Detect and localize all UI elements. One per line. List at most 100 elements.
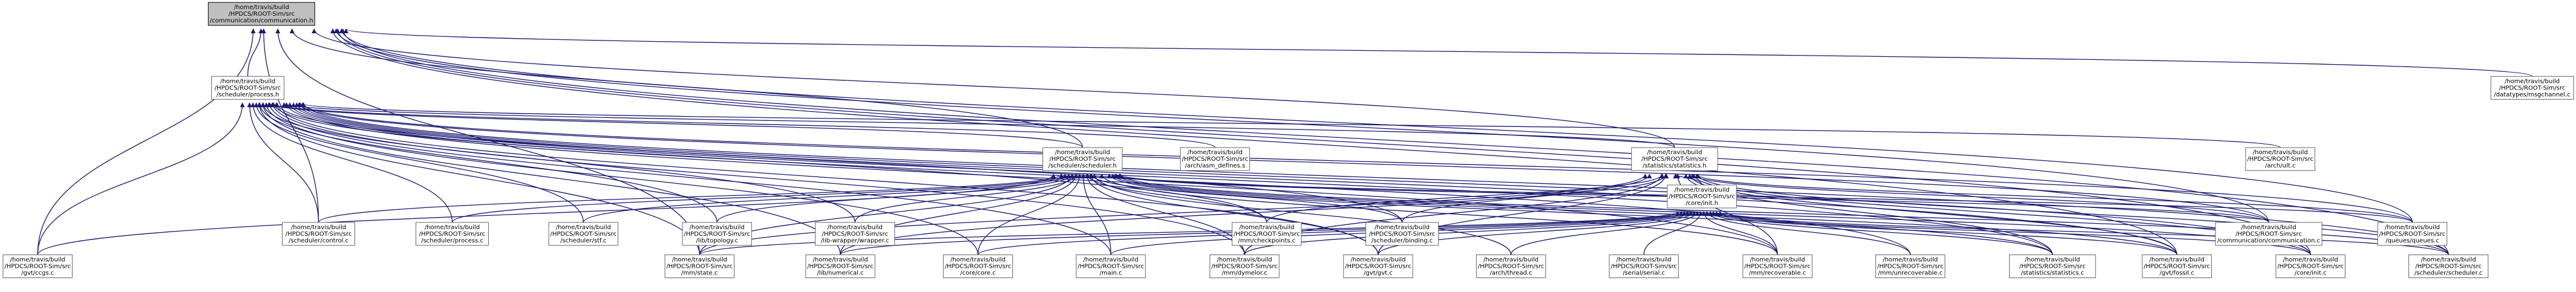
- node-label-line: /core/init.h: [1685, 200, 1718, 207]
- node-init-c[interactable]: /home/travis/build/HPDCS/ROOT-Sim/src/co…: [2275, 255, 2346, 279]
- edge-core-c-to-core-h: [977, 211, 1687, 256]
- node-box: [1742, 255, 1813, 279]
- node-numerical-c[interactable]: /home/travis/build/HPDCS/ROOT-Sim/src/li…: [805, 255, 875, 279]
- node-label-line: /home/travis/build: [10, 257, 65, 264]
- node-dymelor-c[interactable]: /home/travis/build/HPDCS/ROOT-Sim/src/mm…: [1209, 255, 1280, 279]
- node-process-h[interactable]: /home/travis/build/HPDCS/ROOT-Sim/src/sc…: [211, 76, 285, 100]
- edge-gvt-c-to-core-h: [1378, 211, 1697, 255]
- node-box: [1180, 147, 1250, 171]
- node-label-line: /HPDCS/ROOT-Sim/src: [228, 11, 295, 18]
- node-serial-c[interactable]: /home/travis/build/HPDCS/ROOT-Sim/src/se…: [1609, 255, 1679, 279]
- node-label-line: /HPDCS/ROOT-Sim/src: [822, 231, 888, 238]
- edge-arch-asm-defines-to-process-h: [270, 102, 1216, 148]
- node-label-line: /home/travis/build: [2505, 78, 2560, 85]
- node-wrapper-c[interactable]: /home/travis/build/HPDCS/ROOT-Sim/src/li…: [815, 222, 895, 246]
- node-state-c[interactable]: /home/travis/build/HPDCS/ROOT-Sim/src/mm…: [664, 255, 734, 279]
- node-label-line: /home/travis/build: [1750, 257, 1805, 264]
- node-label-line: /gvt/gvt.c: [1364, 270, 1393, 277]
- node-process-c[interactable]: /home/travis/build/HPDCS/ROOT-Sim/src/sc…: [415, 222, 489, 246]
- node-msgchannel-c[interactable]: /home/travis/build/HPDCS/ROOT-Sim/src/da…: [2490, 76, 2574, 100]
- node-label-line: /HPDCS/ROOT-Sim/src: [1877, 264, 1944, 270]
- node-core-c[interactable]: /home/travis/build/HPDCS/ROOT-Sim/src/co…: [943, 255, 1013, 279]
- edge-statistics-c-to-process-h: [291, 102, 2053, 255]
- edge-scheduler-c-to-core-h: [1718, 211, 2449, 256]
- edge-stf-c-to-process-h: [253, 102, 584, 222]
- node-label-line: /HPDCS/ROOT-Sim/src: [1234, 231, 1300, 238]
- node-label-line: /home/travis/build: [812, 257, 868, 264]
- node-label-line: /scheduler/scheduler.h: [1048, 163, 1117, 169]
- node-recoverable-c[interactable]: /home/travis/build/HPDCS/ROOT-Sim/src/mm…: [1742, 255, 1813, 279]
- node-label-line: /HPDCS/ROOT-Sim/src: [2379, 231, 2446, 238]
- node-label-line: /HPDCS/ROOT-Sim/src: [2415, 264, 2482, 270]
- node-thread-c[interactable]: /home/travis/build/HPDCS/ROOT-Sim/src/ar…: [1476, 255, 1546, 279]
- node-arch-asm-defines[interactable]: /home/travis/build/HPDCS/ROOT-Sim/src/ar…: [1180, 147, 1250, 171]
- node-label-line: /HPDCS/ROOT-Sim/src: [1610, 264, 1677, 270]
- node-unrecoverable-c[interactable]: /home/travis/build/HPDCS/ROOT-Sim/src/mm…: [1875, 255, 1946, 279]
- node-scheduler-h[interactable]: /home/travis/build/HPDCS/ROOT-Sim/src/sc…: [1042, 147, 1123, 171]
- edge-ccgs-c-to-scheduler-h: [37, 174, 1056, 255]
- node-label-line: /communication/communication.c: [2217, 238, 2320, 244]
- node-label-line: /arch/ult.c: [2265, 163, 2295, 169]
- node-label-line: /scheduler/process.h: [217, 91, 280, 98]
- node-ccgs-c[interactable]: /home/travis/build/HPDCS/ROOT-Sim/src/gv…: [2, 255, 73, 279]
- edge-state-c-to-core-h: [699, 211, 1680, 256]
- node-statistics-c[interactable]: /home/travis/build/HPDCS/ROOT-Sim/src/st…: [2009, 255, 2096, 279]
- node-fossil-c[interactable]: /home/travis/build/HPDCS/ROOT-Sim/src/gv…: [2142, 255, 2212, 279]
- edge-fossil-c-to-comm-h: [330, 28, 2177, 255]
- edge-binding-c-to-scheduler-h: [1089, 174, 1403, 223]
- node-label-line: /arch/asm_defines.s: [1185, 163, 1246, 169]
- node-label-line: /scheduler/process.c: [421, 238, 483, 244]
- edge-topology-c-to-process-h: [257, 102, 718, 222]
- edge-scheduler-c-to-scheduler-h: [1118, 174, 2449, 255]
- node-checkpoints-c[interactable]: /home/travis/build/HPDCS/ROOT-Sim/src/mm…: [1232, 222, 1302, 246]
- node-binding-c[interactable]: /home/travis/build/HPDCS/ROOT-Sim/src/sc…: [1365, 222, 1439, 246]
- node-scheduler-c[interactable]: /home/travis/build/HPDCS/ROOT-Sim/src/sc…: [2408, 255, 2489, 279]
- node-stf-c[interactable]: /home/travis/build/HPDCS/ROOT-Sim/src/sc…: [548, 222, 618, 246]
- edge-ccgs-c-to-comm-h: [37, 28, 256, 255]
- node-box: [1209, 255, 1280, 279]
- edge-wrapper-c-to-scheduler-h: [854, 174, 1079, 223]
- node-label-line: /HPDCS/ROOT-Sim/src: [2247, 156, 2313, 163]
- edge-statistics-h-to-comm-h: [312, 28, 1675, 148]
- node-label-line: /home/travis/build: [2253, 149, 2308, 156]
- node-label-line: /HPDCS/ROOT-Sim/src: [2277, 264, 2344, 270]
- node-gvt-c[interactable]: /home/travis/build/HPDCS/ROOT-Sim/src/gv…: [1343, 255, 1413, 279]
- node-box: [815, 222, 895, 246]
- edge-core-c-to-process-h: [264, 102, 979, 255]
- node-main-c[interactable]: /home/travis/build/HPDCS/ROOT-Sim/src/ma…: [1076, 255, 1146, 279]
- node-label-line: /home/travis/build: [1239, 224, 1294, 231]
- node-label-line: /HPDCS/ROOT-Sim/src: [419, 231, 486, 238]
- node-box: [2275, 255, 2346, 279]
- node-label-line: /HPDCS/ROOT-Sim/src: [1369, 231, 1436, 238]
- node-box: [2, 255, 73, 279]
- edge-binding-c-to-statistics-h: [1401, 174, 1669, 223]
- node-communication-c[interactable]: /home/travis/build/HPDCS/ROOT-Sim/src/co…: [2215, 222, 2323, 246]
- node-label-line: /home/travis/build: [1483, 257, 1538, 264]
- node-label-line: /HPDCS/ROOT-Sim/src: [807, 264, 874, 270]
- node-label-line: /home/travis/build: [1084, 257, 1139, 264]
- edge-scheduler-c-to-comm-h: [340, 28, 2449, 255]
- node-ult-c[interactable]: /home/travis/build/HPDCS/ROOT-Sim/src/ar…: [2245, 147, 2315, 171]
- node-statistics-h[interactable]: /home/travis/build/HPDCS/ROOT-Sim/src/st…: [1631, 147, 1718, 171]
- node-topology-c[interactable]: /home/travis/build/HPDCS/ROOT-Sim/src/li…: [682, 222, 752, 246]
- node-label-line: /queues/queues.c: [2385, 238, 2439, 244]
- edge-state-c-to-process-h: [257, 102, 700, 255]
- node-label-line: /HPDCS/ROOT-Sim/src: [684, 231, 750, 238]
- node-label-line: /HPDCS/ROOT-Sim/src: [286, 231, 352, 238]
- node-label-line: /arch/thread.c: [1490, 270, 1532, 277]
- node-label-line: /datatypes/msgchannel.c: [2494, 91, 2570, 98]
- edge-ccgs-c-to-process-h: [37, 102, 245, 255]
- node-label-line: /lib/numerical.c: [817, 270, 863, 277]
- node-label-line: /home/travis/build: [1883, 257, 1938, 264]
- node-box: [1076, 255, 1146, 279]
- node-label-line: /HPDCS/ROOT-Sim/src: [550, 231, 616, 238]
- edge-checkpoints-c-to-statistics-h: [1266, 174, 1665, 223]
- node-label-line: /serial/serial.c: [1623, 270, 1665, 277]
- node-label-line: /home/travis/build: [220, 78, 275, 85]
- node-core-h[interactable]: /home/travis/build/HPDCS/ROOT-Sim/src/co…: [1667, 184, 1737, 209]
- node-queues-c[interactable]: /home/travis/build/HPDCS/ROOT-Sim/src/qu…: [2377, 222, 2448, 246]
- edge-fossil-c-to-core-h: [1711, 211, 2177, 255]
- edge-init-c-to-process-h: [298, 102, 2311, 255]
- node-control-c[interactable]: /home/travis/build/HPDCS/ROOT-Sim/src/sc…: [282, 222, 356, 246]
